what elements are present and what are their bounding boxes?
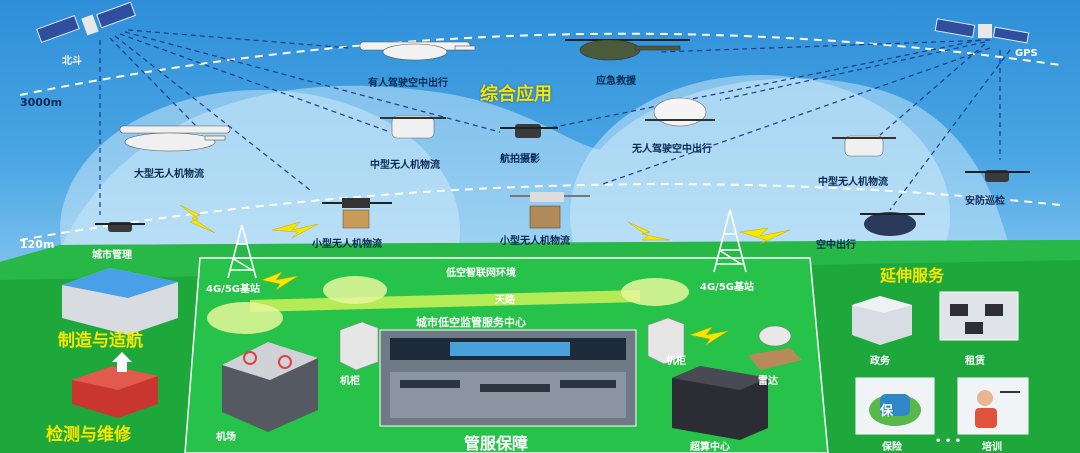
skyway-band xyxy=(250,290,640,312)
aerial-drone-icon xyxy=(500,124,558,138)
medium-uav-logistics-right-label: 中型无人机物流 xyxy=(818,177,888,188)
base-station-left-label: 4G/5G基站 xyxy=(206,284,260,295)
coverage-disc xyxy=(621,278,689,306)
training-tile xyxy=(957,377,1029,435)
small-cargo-drone-right-icon xyxy=(510,192,590,229)
insurance-tile xyxy=(855,377,935,435)
server-cabinet-left-icon xyxy=(339,321,379,371)
beidou-signal-lines xyxy=(99,29,501,215)
arrow-up-icon xyxy=(112,352,132,372)
airport-building-icon xyxy=(222,342,318,432)
medium-uav-logistics-label: 中型无人机物流 xyxy=(370,160,440,171)
uncrewed-air-travel-label: 无人驾驶空中出行 xyxy=(632,144,712,155)
security-patrol-label: 安防巡检 xyxy=(965,196,1005,207)
large-uav-logistics-label: 大型无人机物流 xyxy=(134,169,204,180)
government-tile xyxy=(852,296,912,345)
small-uav-logistics-label: 小型无人机物流 xyxy=(312,239,382,250)
crewed-plane-icon xyxy=(359,41,476,61)
insurance-label: 保险 xyxy=(882,442,902,453)
supercomputer-icon xyxy=(672,366,768,440)
gps-label: GPS xyxy=(1015,48,1038,59)
emergency-rescue-label: 应急救援 xyxy=(596,76,636,87)
tower-right-icon xyxy=(713,209,747,273)
air-travel-label: 空中出行 xyxy=(816,240,856,251)
beidou-satellite-icon xyxy=(36,1,136,44)
manufacturing-title: 制造与适航 xyxy=(58,331,143,351)
air-taxi-icon xyxy=(860,212,925,236)
radar-label: 雷达 xyxy=(758,376,778,387)
more-ellipsis: • • • xyxy=(935,436,962,447)
gps-satellite-icon xyxy=(934,18,1030,44)
network-env-label: 低空智联网环境 xyxy=(446,268,516,279)
urban-management-label: 城市管理 xyxy=(92,250,132,261)
control-room-photo xyxy=(379,329,637,427)
city-drone-icon xyxy=(95,222,145,232)
comprehensive-app-title: 综合应用 xyxy=(480,84,552,105)
coverage-disc xyxy=(207,302,283,334)
extended-services-title: 延伸服务 xyxy=(880,266,945,285)
cabinet-left-label: 机柜 xyxy=(340,376,360,387)
gps-signal-lines xyxy=(549,39,1011,211)
insurance-icon-glyph: 保 xyxy=(880,404,894,419)
leasing-label: 租赁 xyxy=(965,356,985,367)
tower-left-icon xyxy=(227,224,257,279)
security-drone-icon xyxy=(965,170,1030,182)
small-uav-logistics-right-label: 小型无人机物流 xyxy=(500,236,570,247)
service-center-label: 城市低空监管服务中心 xyxy=(416,316,526,329)
guarantee-title: 管服保障 xyxy=(464,434,529,453)
altitude-arc-3000 xyxy=(19,32,1061,96)
altitude-120-label: 120m xyxy=(20,238,55,251)
airport-label: 机场 xyxy=(216,432,236,443)
helicopter-icon xyxy=(565,39,690,61)
aerial-photography-label: 航拍摄影 xyxy=(500,154,540,165)
server-cabinet-right-icon xyxy=(647,317,685,365)
coverage-disc xyxy=(323,276,387,304)
evtol-icon xyxy=(645,97,715,127)
maintenance-hangar-icon xyxy=(72,366,158,418)
radar-dish-icon xyxy=(748,325,802,370)
cabinet-right-label: 机柜 xyxy=(666,356,686,367)
beidou-label: 北斗 xyxy=(62,56,82,67)
large-fixed-wing-uav-icon xyxy=(119,125,231,152)
training-label: 培训 xyxy=(982,442,1002,453)
altitude-arc-120 xyxy=(19,183,1061,241)
inspection-title: 检测与维修 xyxy=(46,425,131,445)
factory-icon xyxy=(62,268,178,335)
base-station-right-label: 4G/5G基站 xyxy=(700,282,754,293)
medium-uav-icon xyxy=(380,115,446,139)
skyway-label: 天路 xyxy=(495,295,515,306)
government-label: 政务 xyxy=(870,356,890,367)
crewed-air-travel-label: 有人驾驶空中出行 xyxy=(368,78,448,89)
altitude-3000-label: 3000m xyxy=(20,96,63,109)
lightning-icons xyxy=(179,204,791,346)
medium-uav-right-icon xyxy=(832,135,896,157)
leasing-tile xyxy=(939,291,1019,341)
supercomputing-label: 超算中心 xyxy=(690,442,730,453)
small-cargo-drone-icon xyxy=(322,198,392,229)
